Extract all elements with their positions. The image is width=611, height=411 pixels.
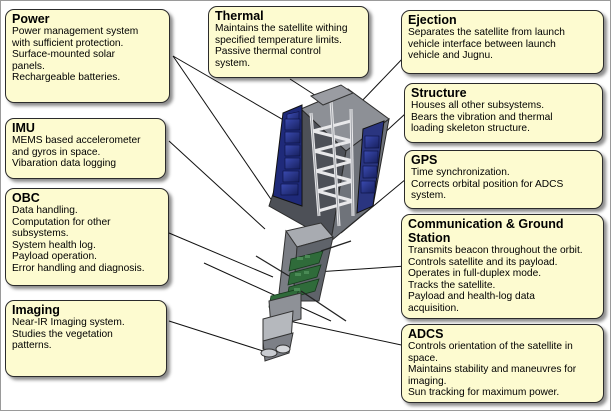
callout-imaging-title: Imaging (12, 303, 60, 317)
callout-structure: Structure Houses all other subsystems. B… (404, 83, 603, 143)
callout-ejection-title: Ejection (408, 13, 457, 27)
callout-comm-body: Transmits beacon throughout the orbit. C… (408, 245, 583, 314)
callout-imu-title: IMU (12, 121, 35, 135)
callout-thermal-body: Maintains the satellite withing specifie… (215, 23, 348, 69)
callout-obc-title: OBC (12, 191, 40, 205)
callout-communication-ground-station: Communication & Ground Station Transmits… (401, 214, 604, 319)
callout-power: Power Power management system with suffi… (5, 9, 170, 103)
callout-adcs-body: Controls orientation of the satellite in… (408, 341, 577, 399)
callout-ejection-body: Separates the satellite from launch vehi… (408, 27, 565, 62)
callout-structure-title: Structure (411, 86, 467, 100)
callout-imu-body: MEMS based accelerometer and gyros in sp… (12, 135, 141, 170)
callout-obc-body: Data handling. Computation for other sub… (12, 205, 145, 274)
callout-structure-body: Houses all other subsystems. Bears the v… (411, 100, 553, 135)
callout-thermal-title: Thermal (215, 9, 264, 23)
callout-imu: IMU MEMS based accelerometer and gyros i… (5, 118, 166, 179)
callout-imaging-body: Near-IR Imaging system. Studies the vege… (12, 317, 125, 352)
satellite-body (255, 84, 390, 362)
callout-power-title: Power (12, 12, 50, 26)
callout-ejection: Ejection Separates the satellite from la… (401, 10, 604, 74)
callout-thermal: Thermal Maintains the satellite withing … (208, 6, 369, 78)
callout-adcs: ADCS Controls orientation of the satelli… (401, 324, 604, 403)
callout-obc: OBC Data handling. Computation for other… (5, 188, 169, 286)
callout-gps-body: Time synchronization. Corrects orbital p… (411, 167, 564, 202)
callout-comm-title: Communication & Ground Station (408, 217, 564, 245)
callout-power-body: Power management system with sufficient … (12, 26, 139, 84)
callout-gps: GPS Time synchronization. Corrects orbit… (404, 150, 603, 209)
callout-imaging: Imaging Near-IR Imaging system. Studies … (5, 300, 167, 377)
callout-gps-title: GPS (411, 153, 438, 167)
callout-adcs-title: ADCS (408, 327, 444, 341)
